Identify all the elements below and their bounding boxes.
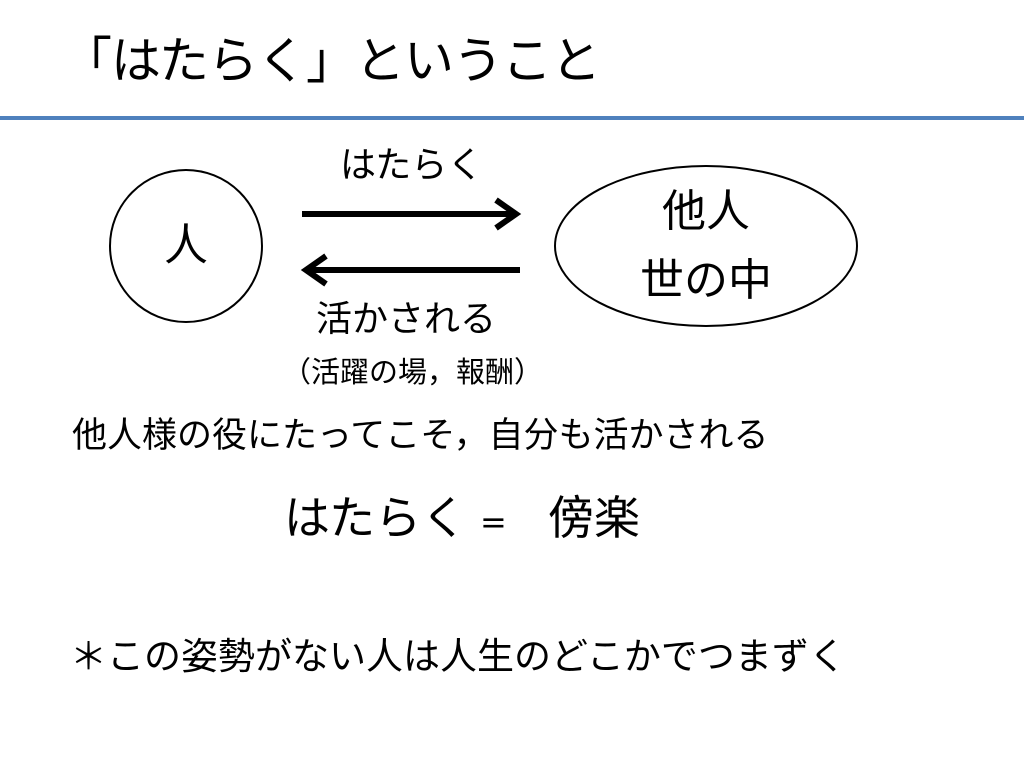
others-node xyxy=(554,165,858,327)
slide-title: 「はたらく」ということ xyxy=(62,32,601,90)
person-label: 人 xyxy=(164,220,208,271)
arrow-back xyxy=(300,253,520,287)
person-node xyxy=(109,169,263,323)
note-text: ＊この姿勢がない人は人生のどこかでつまずく xyxy=(70,635,846,678)
work-relationship-diagram xyxy=(109,165,858,327)
others-label-line1: 他人 xyxy=(662,186,750,237)
others-label-line2: 世の中 xyxy=(640,255,772,306)
arrow-forward-label: はたらく xyxy=(340,145,484,186)
statement-text: 他人様の役にたってこそ，自分も活かされる xyxy=(72,416,769,456)
equation-lhs: はたらく xyxy=(284,491,468,545)
arrow-back-note: （活躍の場，報酬） xyxy=(282,355,544,389)
arrow-back-label: 活かされる xyxy=(316,299,497,340)
equation-rhs: 傍楽 xyxy=(548,491,640,545)
title-underline xyxy=(0,116,1024,120)
equation-equals: = xyxy=(480,503,507,541)
arrow-forward xyxy=(302,197,522,231)
